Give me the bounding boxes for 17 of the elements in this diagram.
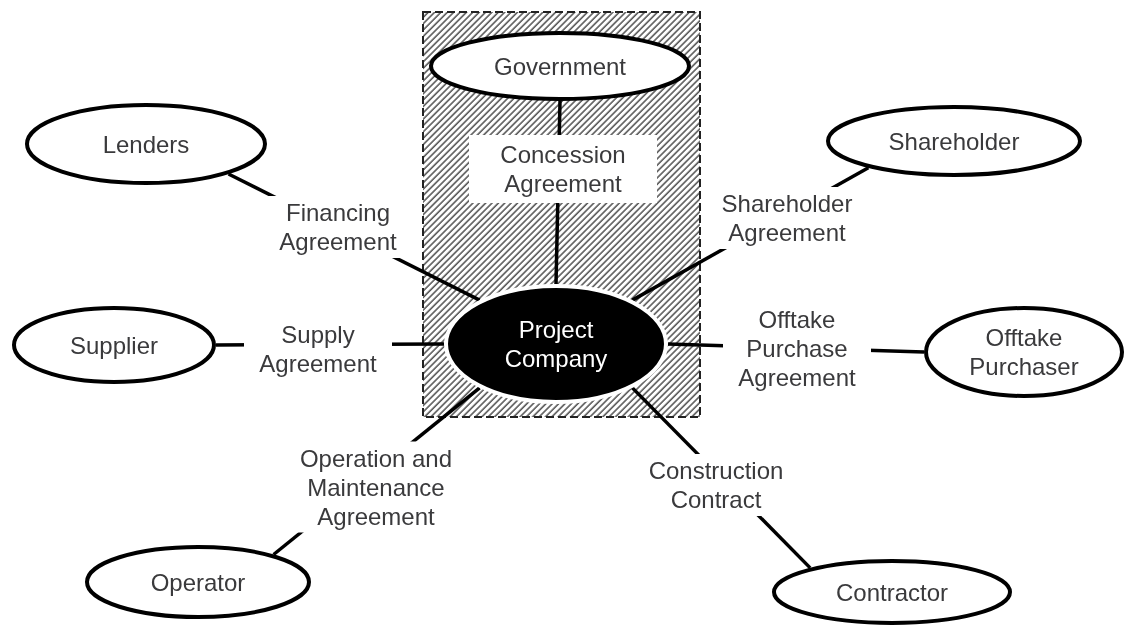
node-label: Offtake Purchaser [968,323,1080,381]
party-ellipse [924,306,1124,398]
party-ellipse [772,559,1012,625]
company-ellipse [444,284,668,404]
node-label: Shareholder [888,126,1020,156]
node-label: Operator [150,567,246,597]
node-label: Contractor [835,577,948,607]
node-label: Lenders [102,129,190,159]
edge-label: Concession Agreement [469,135,657,203]
node-label: Supplier [69,330,159,360]
node-label: Government [493,51,627,81]
party-ellipse [429,31,691,101]
node-label: Project Company [503,315,609,373]
party-ellipse [826,105,1082,177]
party-ellipse [12,306,216,384]
party-ellipse [25,103,267,185]
party-ellipse [85,545,311,619]
